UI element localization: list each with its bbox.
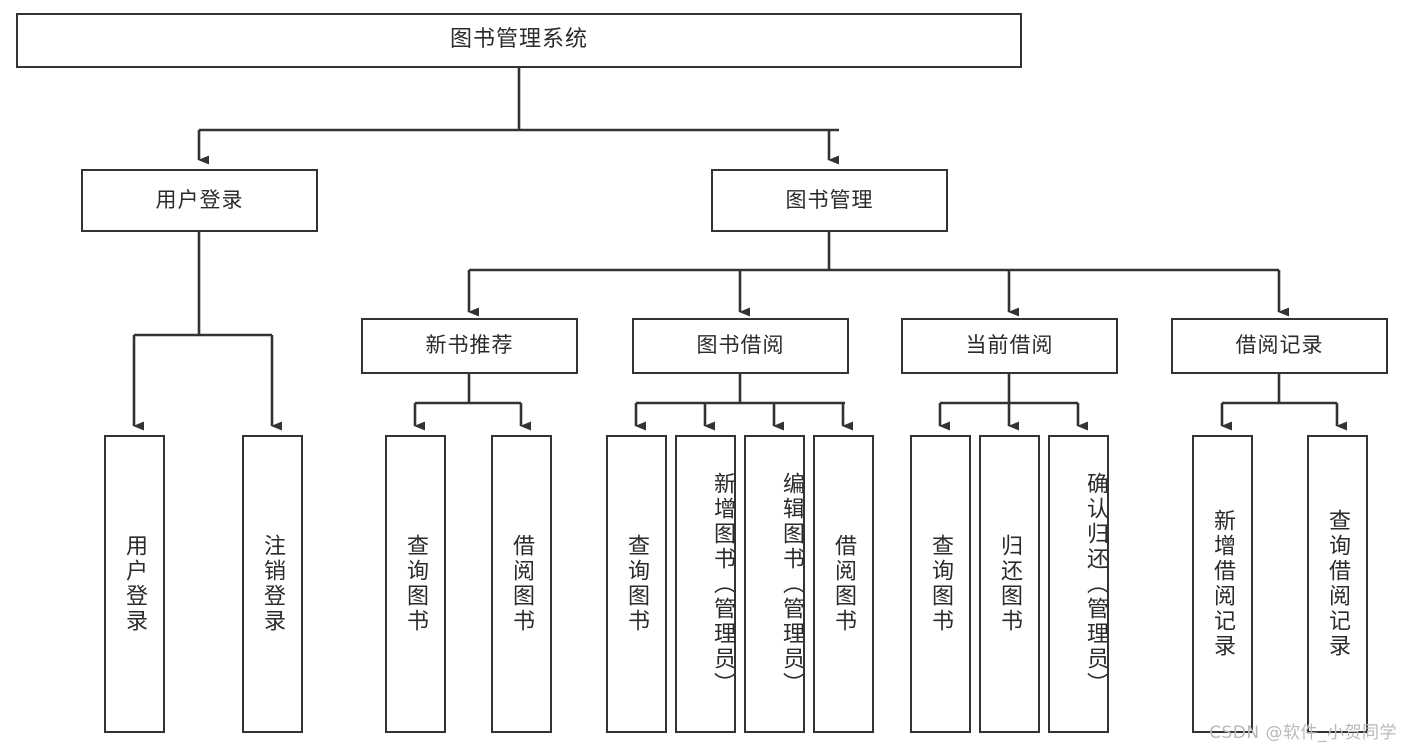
node-root-book-management-system[interactable]: 图书管理系统: [16, 13, 1022, 68]
leaf-user-login-signout[interactable]: 注销登录: [242, 435, 303, 733]
leaf-new-book-query-books[interactable]: 查询图书: [385, 435, 446, 733]
node-book-management[interactable]: 图书管理: [711, 169, 948, 232]
leaf-new-book-borrow-books[interactable]: 借阅图书: [491, 435, 552, 733]
node-current-borrowing[interactable]: 当前借阅: [901, 318, 1118, 374]
leaf-current-borrow-query-books[interactable]: 查询图书: [910, 435, 971, 733]
leaf-record-add-borrow-record[interactable]: 新增借阅记录: [1192, 435, 1253, 733]
leaf-book-borrow-edit-book-admin[interactable]: 编辑图书（管理员）: [744, 435, 805, 733]
node-new-book-recommendation[interactable]: 新书推荐: [361, 318, 578, 374]
node-borrowing-record[interactable]: 借阅记录: [1171, 318, 1388, 374]
node-user-login[interactable]: 用户登录: [81, 169, 318, 232]
leaf-book-borrow-query-books[interactable]: 查询图书: [606, 435, 667, 733]
node-book-borrowing[interactable]: 图书借阅: [632, 318, 849, 374]
leaf-current-borrow-return-books[interactable]: 归还图书: [979, 435, 1040, 733]
leaf-user-login-signin[interactable]: 用户登录: [104, 435, 165, 733]
csdn-watermark: CSDN @软件_小贺同学: [1209, 723, 1397, 743]
leaf-current-borrow-confirm-return-admin[interactable]: 确认归还（管理员）: [1048, 435, 1109, 733]
leaf-book-borrow-borrow-books[interactable]: 借阅图书: [813, 435, 874, 733]
leaf-record-query-borrow-record[interactable]: 查询借阅记录: [1307, 435, 1368, 733]
leaf-book-borrow-add-book-admin[interactable]: 新增图书（管理员）: [675, 435, 736, 733]
